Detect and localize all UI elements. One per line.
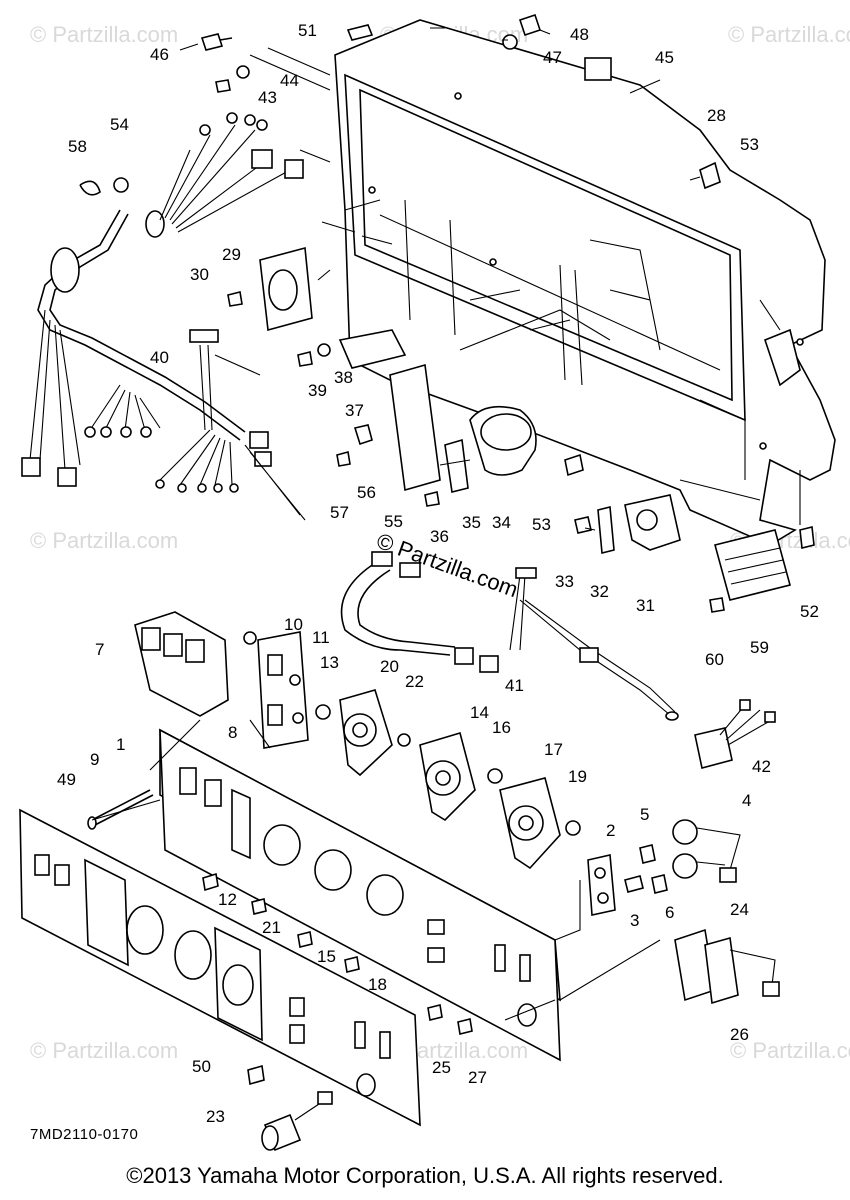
callout-54: 54 <box>110 115 129 134</box>
callout-26: 26 <box>730 1025 749 1044</box>
callout-42: 42 <box>752 757 771 776</box>
callout-40: 40 <box>150 348 169 367</box>
callout-23: 23 <box>206 1107 225 1126</box>
housing-frame <box>334 19 836 546</box>
callout-57: 57 <box>330 503 349 522</box>
callout-37: 37 <box>345 401 364 420</box>
callout-11: 11 <box>312 628 330 647</box>
callout-6: 6 <box>665 903 674 922</box>
callout-25: 25 <box>432 1058 451 1077</box>
callout-2: 2 <box>606 821 615 840</box>
callout-8: 8 <box>228 723 237 742</box>
callout-53b: 53 <box>532 515 551 534</box>
callout-35: 35 <box>462 513 481 532</box>
callout-9: 9 <box>90 750 99 769</box>
callout-56: 56 <box>357 483 376 502</box>
callout-45: 45 <box>655 48 674 67</box>
callout-15: 15 <box>317 947 336 966</box>
callout-30: 30 <box>190 265 209 284</box>
callout-21: 21 <box>262 918 281 937</box>
watermark: © Partzilla.com <box>730 1038 850 1063</box>
callout-43: 43 <box>258 88 277 107</box>
callout-13: 13 <box>320 653 339 672</box>
callout-24: 24 <box>730 900 749 919</box>
receptacles <box>134 611 581 870</box>
callout-33: 33 <box>555 572 574 591</box>
callout-60: 60 <box>705 650 724 669</box>
mid-components <box>259 221 791 613</box>
watermark: © Partzilla.com <box>30 1038 178 1063</box>
callout-7: 7 <box>95 640 104 659</box>
callout-48: 48 <box>570 25 589 44</box>
callout-14: 14 <box>470 703 489 722</box>
callout-50: 50 <box>192 1057 211 1076</box>
callout-52: 52 <box>800 602 819 621</box>
callout-51: 51 <box>298 21 317 40</box>
watermark: © Partzilla.com <box>30 528 178 553</box>
watermark: © Partzilla.com <box>30 22 178 47</box>
callout-16: 16 <box>492 718 511 737</box>
callout-5: 5 <box>640 805 649 824</box>
callout-19: 19 <box>568 767 587 786</box>
callout-59: 59 <box>750 638 769 657</box>
leader-lines <box>91 27 801 1021</box>
callout-32: 32 <box>590 582 609 601</box>
callout-58: 58 <box>68 137 87 156</box>
callout-44: 44 <box>280 71 299 90</box>
cover-panel <box>19 808 421 1127</box>
callout-22: 22 <box>405 672 424 691</box>
callout-31: 31 <box>636 596 655 615</box>
callout-4: 4 <box>742 791 751 810</box>
callout-18: 18 <box>368 975 387 994</box>
callout-labels: 1 2 3 4 5 6 7 8 9 10 11 12 13 14 15 16 1… <box>57 21 819 1126</box>
callout-3: 3 <box>630 911 639 930</box>
copyright-notice: ©2013 Yamaha Motor Corporation, U.S.A. A… <box>126 1163 724 1188</box>
front-panel <box>159 728 561 1062</box>
middle-wiring <box>340 551 776 769</box>
callout-1: 1 <box>116 735 125 754</box>
callout-28: 28 <box>707 106 726 125</box>
callout-41: 41 <box>505 676 524 695</box>
callout-36: 36 <box>430 527 449 546</box>
callout-38: 38 <box>334 368 353 387</box>
callout-29: 29 <box>222 245 241 264</box>
watermark: © Partzilla.com <box>728 22 850 47</box>
callout-27: 27 <box>468 1068 487 1087</box>
diagram-code: 7MD2110-0170 <box>30 1126 139 1143</box>
callout-55: 55 <box>384 512 403 531</box>
callout-10: 10 <box>284 615 303 634</box>
callout-49: 49 <box>57 770 76 789</box>
screws-bottom <box>87 789 780 1152</box>
callout-12: 12 <box>218 890 237 909</box>
wire-harness <box>21 112 306 521</box>
fasteners-top <box>79 13 815 549</box>
callout-47: 47 <box>543 48 562 67</box>
callout-46: 46 <box>150 45 169 64</box>
callout-17: 17 <box>544 740 563 759</box>
callout-20: 20 <box>380 657 399 676</box>
callout-34: 34 <box>492 513 511 532</box>
callout-53: 53 <box>740 135 759 154</box>
callout-39: 39 <box>308 381 327 400</box>
